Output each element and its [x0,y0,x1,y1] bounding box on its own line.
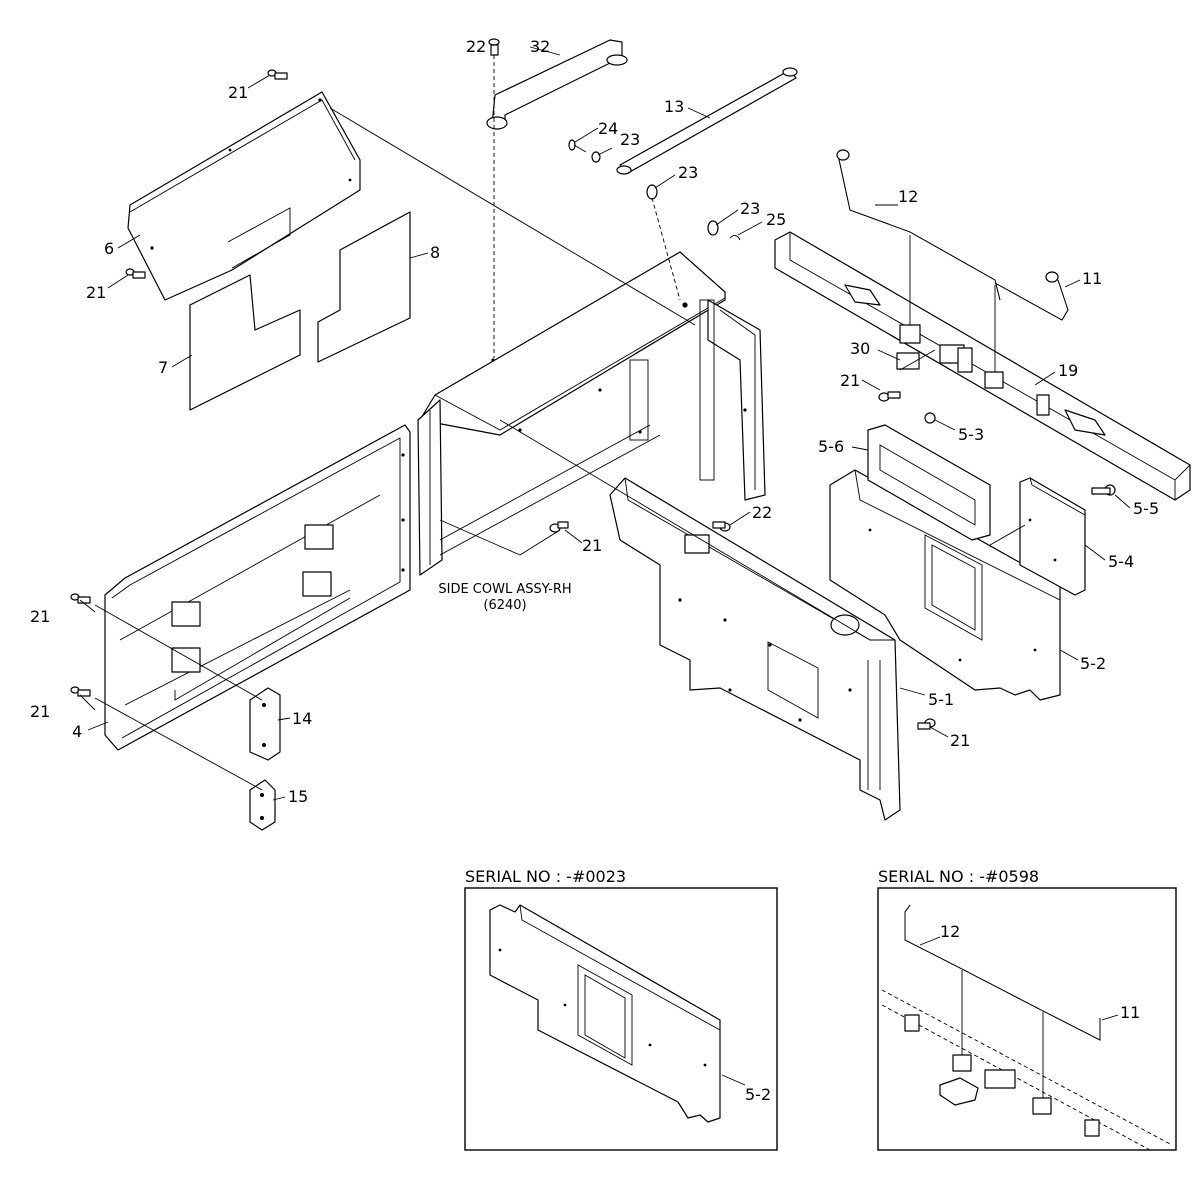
part-5-1-inner-panel [609,477,901,821]
inset-left-label-5-2: 5-2 [745,1085,771,1104]
label-11: 11 [1082,269,1102,288]
part-5-4-plate [1019,477,1086,596]
part-14-hinge [249,687,281,761]
inset-serial-0598: SERIAL NO : -#0598 12 11 [877,867,1177,1151]
inset-right-label-12: 12 [940,922,960,941]
part-8-insulation-panel [317,211,411,363]
bolt-21-b [125,268,146,279]
label-7: 7 [158,358,168,377]
label-14: 14 [292,709,312,728]
label-21-e: 21 [30,607,50,626]
part-23-washers [591,151,719,236]
inset-serial-0023: SERIAL NO : -#0023 5-2 [464,867,778,1151]
part-13-support-rod [616,67,798,175]
bolt-5-5 [1091,484,1116,496]
inset-right-frame [877,887,1177,1151]
side-cowl-caption: SIDE COWL ASSY-RH (6240) [438,582,571,613]
part-5-3-screw [924,412,936,424]
caption-line-1: SIDE COWL ASSY-RH [438,582,571,597]
bolt-21-d [549,521,569,533]
label-15: 15 [288,787,308,806]
label-4: 4 [72,722,82,741]
label-21-c: 21 [840,371,860,390]
label-23-b: 23 [678,163,698,182]
label-8: 8 [430,243,440,262]
caption-line-2: (6240) [483,598,526,613]
label-5-2: 5-2 [1080,654,1106,673]
label-5-6: 5-6 [818,437,844,456]
label-21-d: 21 [582,536,602,555]
part-25-clip [729,235,741,241]
inset-right-title: SERIAL NO : -#0598 [878,867,1039,886]
bolt-21-a [267,69,288,80]
part-15-hinge [249,779,276,831]
bolt-21-g [917,718,936,730]
label-21-g: 21 [950,731,970,750]
part-24-pin [568,139,587,153]
part-11-rod [994,271,1069,321]
leader-lines [79,46,1131,801]
part-12-rod [836,149,1001,375]
label-12: 12 [898,187,918,206]
label-13: 13 [664,97,684,116]
label-23-c: 23 [740,199,760,218]
part-5-6-frame [867,424,991,541]
label-30: 30 [850,339,870,358]
label-5-5: 5-5 [1133,499,1159,518]
part-6-top-cover [127,91,361,301]
inset-left-title: SERIAL NO : -#0023 [465,867,626,886]
label-5-3: 5-3 [958,425,984,444]
label-6: 6 [104,239,114,258]
fasteners [70,69,1116,730]
part-4-side-door [104,424,411,751]
bolt-21-e [70,593,91,604]
assembly-lines [94,107,1026,791]
label-5-1: 5-1 [928,690,954,709]
label-25: 25 [766,210,786,229]
part-7-insulation-panel [189,274,301,411]
label-5-4: 5-4 [1108,552,1134,571]
bolt-21-c [878,391,901,402]
part-19-cross-bar [774,231,1191,501]
label-23-a: 23 [620,130,640,149]
label-24: 24 [598,119,618,138]
label-32: 32 [530,37,550,56]
label-22-b: 22 [752,503,772,522]
label-21-f: 21 [30,702,50,721]
part-labels: 22 32 13 24 23 23 23 25 12 11 19 30 21 2… [30,37,1159,806]
part-32-grab-handle [486,39,628,130]
inset-right-label-11: 11 [1120,1003,1140,1022]
label-21-b: 21 [86,283,106,302]
label-21-a: 21 [228,83,248,102]
label-22-top: 22 [466,37,486,56]
label-19: 19 [1058,361,1078,380]
part-22-bolt-top [488,38,500,358]
bolt-21-f [70,686,91,697]
part-30-brackets [896,324,1004,389]
bolt-22-b [712,521,731,532]
